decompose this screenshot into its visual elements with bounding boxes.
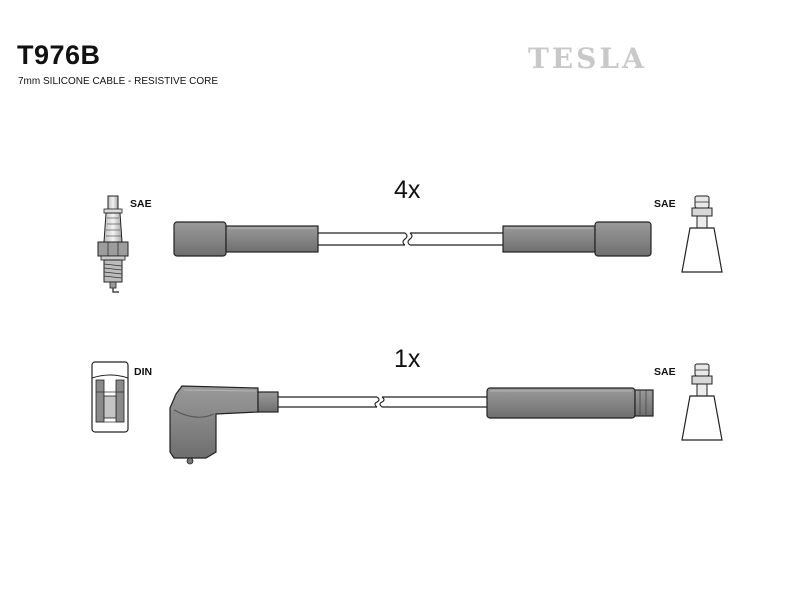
cable-bottom (169, 385, 654, 465)
part-number: T976B (17, 40, 101, 70)
boot-bottom-left (169, 385, 279, 465)
standard-label-plug: SAE (130, 198, 152, 210)
boot-top-right (502, 221, 652, 257)
standard-label-bottom-right: SAE (654, 366, 676, 378)
standard-label-din: DIN (134, 366, 153, 378)
wire-bottom (278, 396, 487, 408)
quantity-bottom: 1x (394, 345, 421, 373)
terminal-top-icon (681, 195, 723, 273)
terminal-bottom-icon (681, 363, 723, 441)
wire-top (318, 232, 503, 246)
cable-description: 7mm SILICONE CABLE - RESISTIVE CORE (18, 76, 219, 87)
standard-label-top-right: SAE (654, 198, 676, 210)
spark-plug-icon (97, 195, 129, 293)
boot-bottom-right (486, 387, 654, 419)
brand-logo: TESLA (528, 42, 647, 75)
din-connector-icon (91, 361, 129, 433)
cable-top (173, 221, 652, 257)
quantity-top: 4x (394, 176, 421, 204)
boot-top-left (173, 221, 319, 257)
